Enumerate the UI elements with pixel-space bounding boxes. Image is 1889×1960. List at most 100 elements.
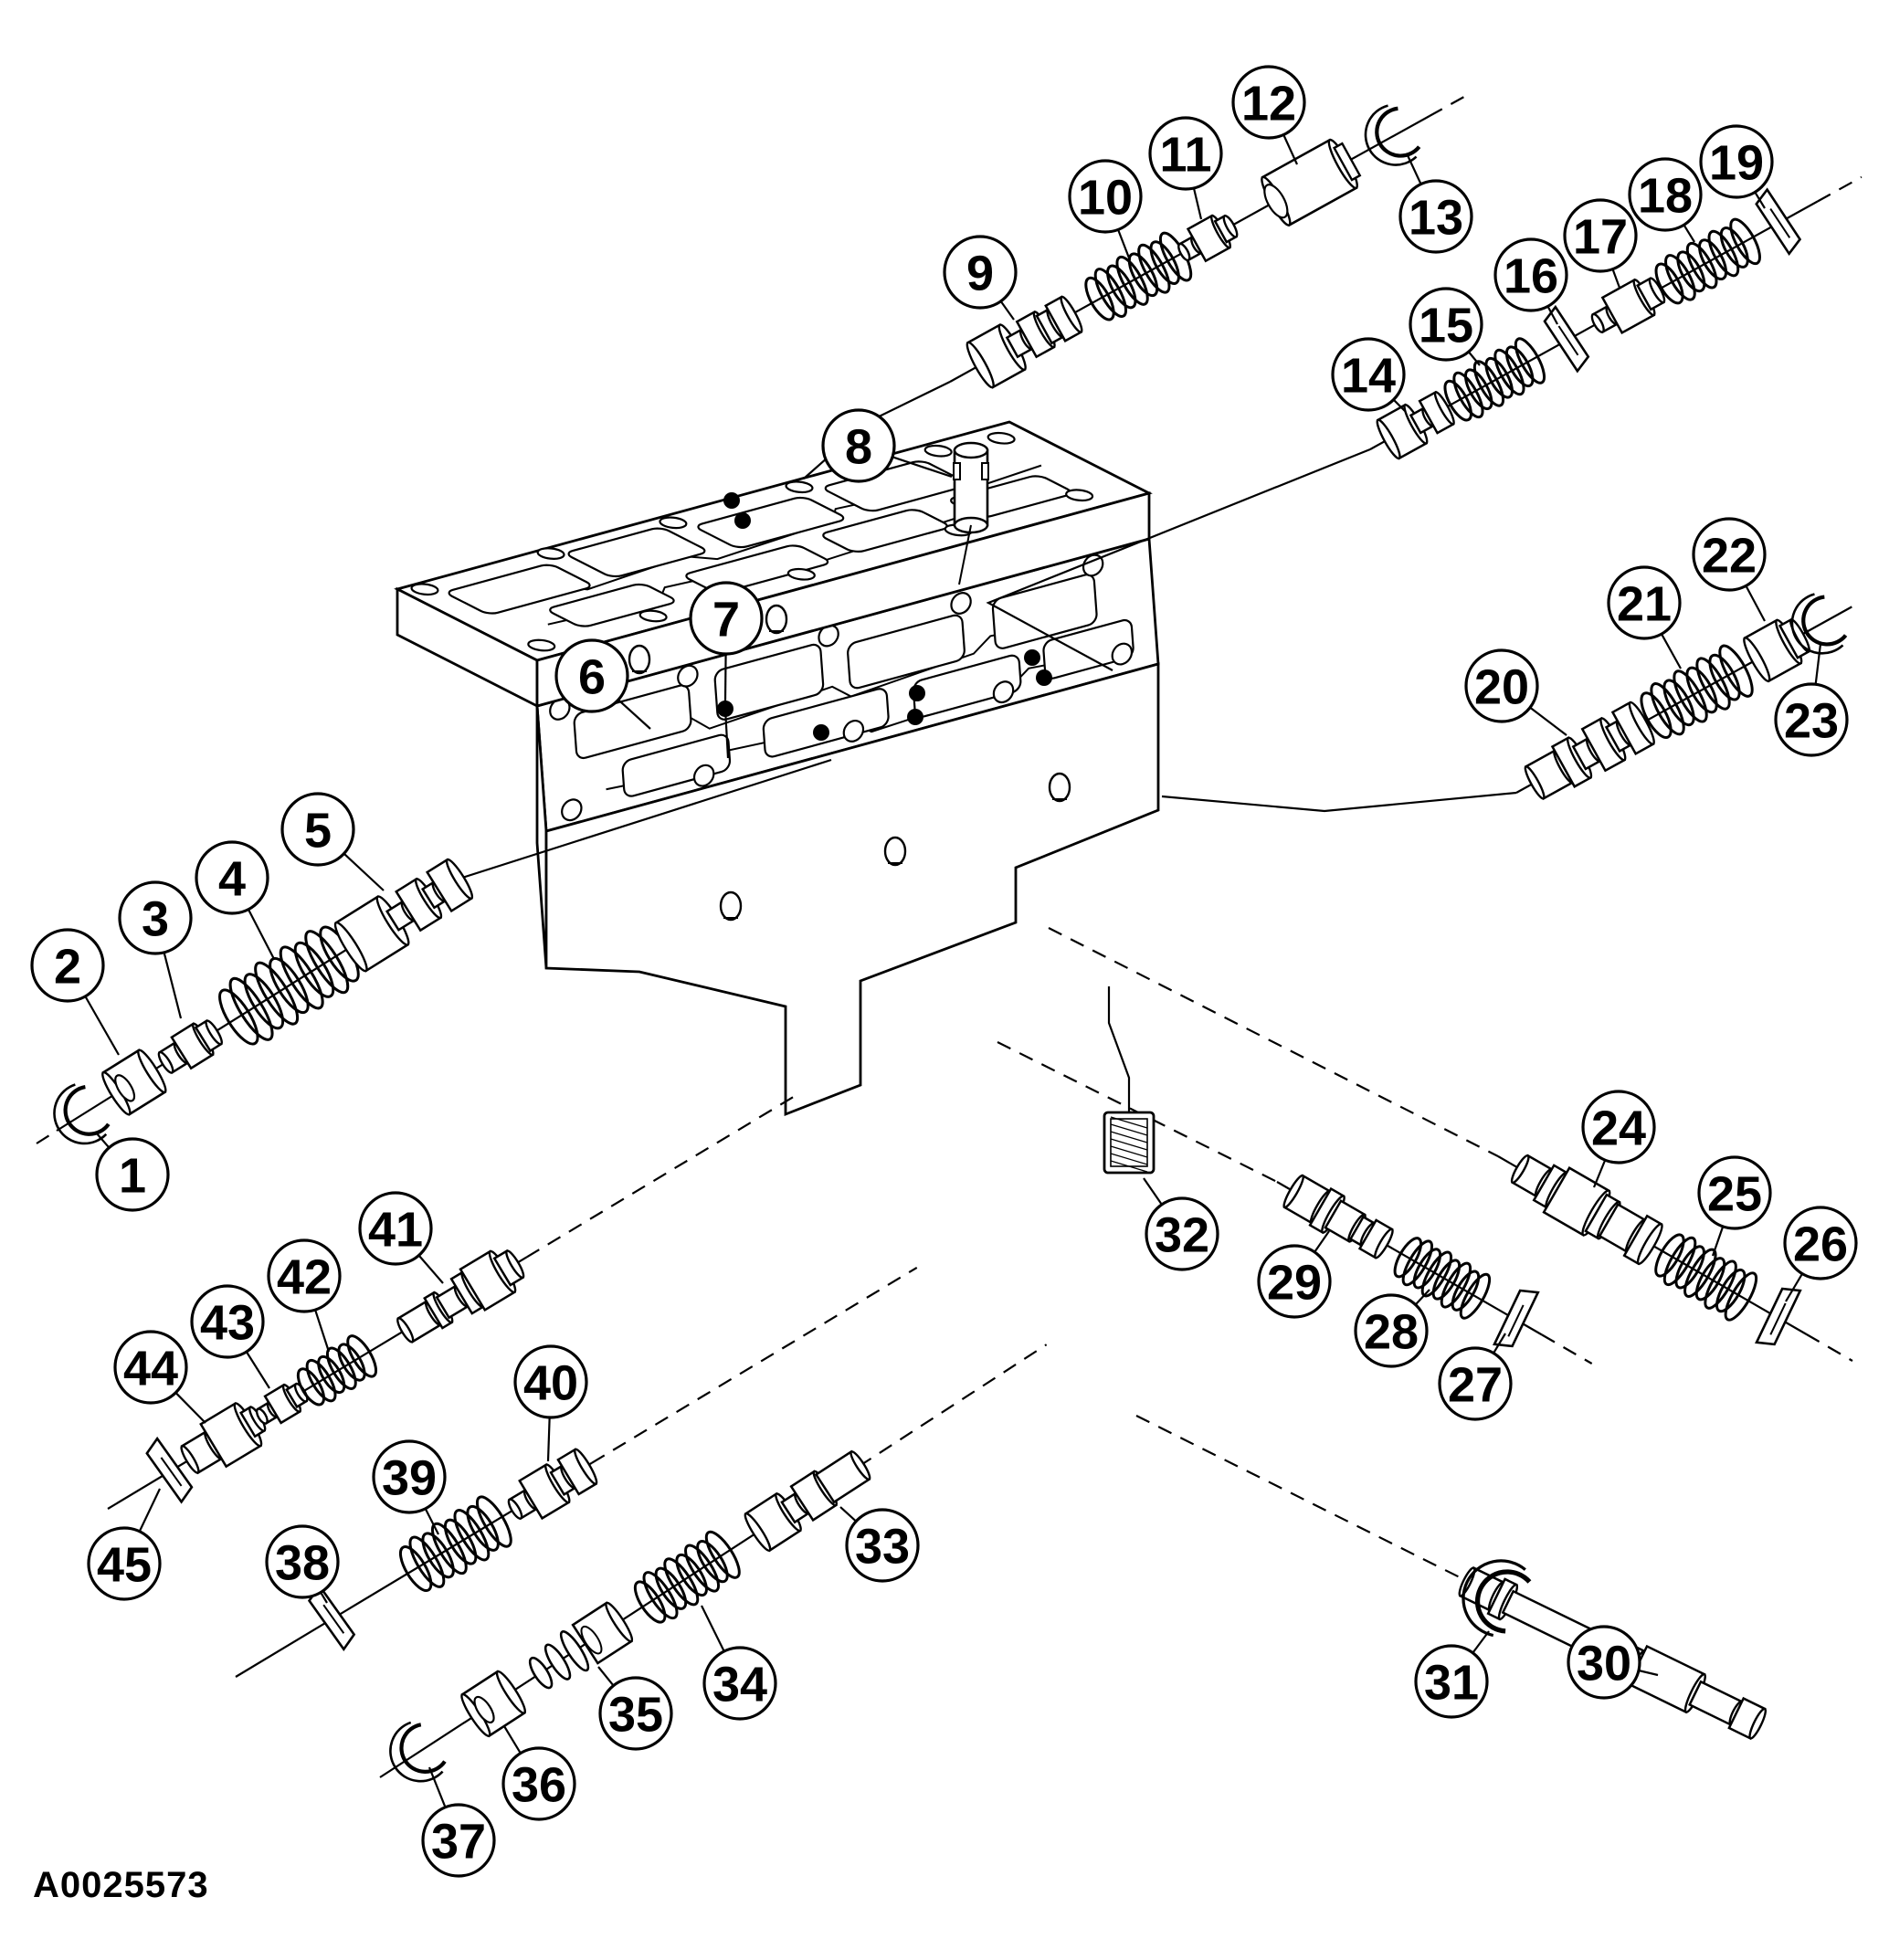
callout-25: 25 xyxy=(1697,1155,1772,1257)
callout-14: 14 xyxy=(1331,337,1406,412)
callout-circle xyxy=(702,1646,777,1721)
callout-23: 23 xyxy=(1774,643,1849,757)
callout-circle xyxy=(1774,682,1849,757)
leader-line xyxy=(1529,706,1567,736)
part-plate xyxy=(1493,1289,1540,1348)
callout-number: 36 xyxy=(512,1757,566,1812)
callout-number: 14 xyxy=(1341,348,1396,403)
callout-number: 6 xyxy=(578,649,606,704)
callout-circle xyxy=(943,235,1018,310)
callout-circle xyxy=(95,1137,170,1212)
callout-number: 40 xyxy=(523,1355,578,1410)
callout-circle xyxy=(1567,1625,1641,1700)
bore-hole xyxy=(765,604,788,635)
callout-circle xyxy=(87,1526,162,1601)
callout-circle xyxy=(358,1191,433,1266)
axis-1-5 xyxy=(36,758,832,1145)
leader-line xyxy=(343,852,385,891)
callout-number: 34 xyxy=(712,1657,767,1712)
part-valve xyxy=(1376,390,1455,460)
part-cclip xyxy=(1462,1559,1532,1638)
callout-number: 4 xyxy=(218,851,246,906)
leader-line xyxy=(1592,1159,1607,1188)
part-valve xyxy=(396,1249,525,1344)
leader-line xyxy=(617,699,651,730)
callout-number: 17 xyxy=(1573,209,1628,264)
leader-line xyxy=(723,653,727,702)
callout-circle xyxy=(1398,179,1473,254)
callout-circle xyxy=(1628,157,1703,232)
callout-number: 8 xyxy=(845,419,872,474)
part-valve xyxy=(1590,277,1666,335)
callout-number: 9 xyxy=(966,246,994,300)
leader-line xyxy=(95,1132,111,1149)
callout-number: 5 xyxy=(304,803,332,858)
leader-line xyxy=(1414,1289,1430,1306)
callout-number: 45 xyxy=(97,1537,152,1592)
callout-13: 13 xyxy=(1398,153,1473,254)
leader-line xyxy=(163,952,183,1019)
check-ball-dot xyxy=(723,492,740,509)
callout-number: 2 xyxy=(54,939,81,994)
part-spring xyxy=(218,925,360,1046)
part-spring xyxy=(296,1334,378,1407)
part-valve xyxy=(180,1401,267,1475)
part-screen-filter xyxy=(1103,1111,1156,1175)
leader-line xyxy=(701,1605,725,1652)
callout-38: 38 xyxy=(265,1524,340,1604)
callout-number: 43 xyxy=(200,1295,255,1350)
leader-line xyxy=(427,1766,447,1808)
axis-41-45 xyxy=(107,1093,797,1510)
callout-26: 26 xyxy=(1783,1206,1858,1302)
leader-line xyxy=(138,1488,161,1533)
callout-number: 13 xyxy=(1409,190,1463,245)
callout-8: 8 xyxy=(821,408,953,483)
callout-34: 34 xyxy=(701,1605,777,1721)
part-valve xyxy=(255,1382,309,1425)
leader-line xyxy=(1467,351,1481,366)
callout-circle xyxy=(1464,648,1539,723)
part-valve xyxy=(507,1448,598,1521)
leader-line xyxy=(1143,1177,1163,1206)
callout-circle xyxy=(118,880,193,955)
callout-number: 28 xyxy=(1364,1304,1419,1359)
leader-line xyxy=(314,1309,331,1353)
check-ball-dot xyxy=(734,512,751,529)
leader-line xyxy=(999,300,1015,321)
callout-44: 44 xyxy=(113,1330,206,1424)
part-valve xyxy=(744,1449,871,1553)
callout-10: 10 xyxy=(1068,159,1143,261)
callout-circle xyxy=(280,792,355,867)
callout-33: 33 xyxy=(839,1506,920,1583)
leader-line xyxy=(597,1666,615,1687)
callout-circle xyxy=(267,1238,342,1313)
callout-circle xyxy=(190,1284,265,1359)
leader-line xyxy=(1745,585,1766,622)
callout-number: 27 xyxy=(1448,1357,1503,1412)
part-plate xyxy=(1755,1287,1802,1346)
callout-circle xyxy=(1697,1155,1772,1230)
callout-circle xyxy=(554,638,629,713)
callout-circle xyxy=(195,840,269,915)
callout-11: 11 xyxy=(1148,116,1223,220)
axis-27-29 xyxy=(997,1041,1593,1365)
callout-24: 24 xyxy=(1581,1090,1656,1188)
leader-line xyxy=(247,909,275,960)
callout-number: 25 xyxy=(1707,1166,1762,1221)
callout-29: 29 xyxy=(1257,1230,1332,1319)
callout-45: 45 xyxy=(87,1488,162,1601)
callout-circle xyxy=(265,1524,340,1599)
callout-circle xyxy=(1563,198,1638,273)
leader-line xyxy=(839,1506,857,1523)
leader-line xyxy=(1611,269,1621,289)
callout-7: 7 xyxy=(689,581,764,702)
callout-circle xyxy=(1699,124,1774,199)
callout-number: 19 xyxy=(1709,135,1764,190)
callout-6: 6 xyxy=(554,638,651,730)
callout-number: 18 xyxy=(1638,168,1693,223)
callout-20: 20 xyxy=(1464,648,1567,736)
axis-33-37 xyxy=(379,1344,1048,1783)
check-ball-dot xyxy=(813,724,829,741)
axis-14-19 xyxy=(986,175,1863,671)
